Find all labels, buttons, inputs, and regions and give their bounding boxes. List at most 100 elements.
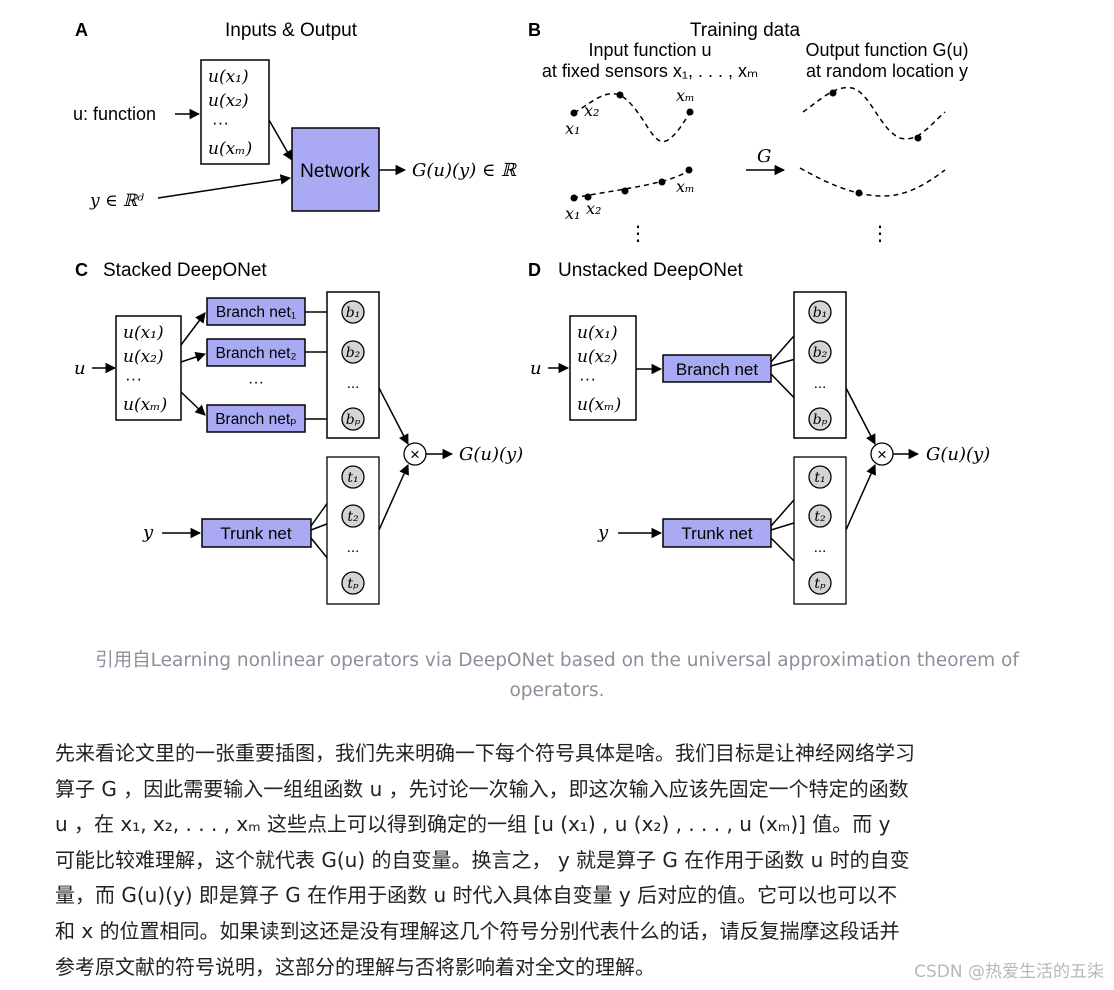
panel-b-output-heading-1: Output function G(u) xyxy=(805,40,968,60)
panel-d-node-tp xyxy=(808,571,832,595)
panel-c-input-u: u xyxy=(74,358,86,379)
panel-c-branch-net-p xyxy=(206,404,306,433)
panel-b-label-x1: x₁ xyxy=(565,119,580,138)
panel-a-letter: A xyxy=(75,20,88,40)
panel-a-input-u: u: function xyxy=(73,104,156,124)
panel-d-trunk-label: Trunk net xyxy=(681,524,752,543)
panel-c-branch-net-p-label: Branch netₚ xyxy=(215,411,297,428)
panel-b-point xyxy=(914,134,922,142)
panel-c-node-bp-label: bₚ xyxy=(346,412,361,428)
panel-c-node-b1 xyxy=(341,300,365,324)
panel-d-arrow-to-mult-t xyxy=(845,464,876,531)
panel-c-node-t2 xyxy=(341,504,365,528)
panel-c-node-b2-label: b₂ xyxy=(346,345,361,361)
paragraph-line: 可能比较难理解，这个就代表 G(u) 的自变量。换言之， y 就是算子 G 在作… xyxy=(55,847,910,872)
panel-d-node-b1-label: b₁ xyxy=(813,305,828,321)
panel-b-output-curve-1 xyxy=(802,86,946,140)
panel-a-sensor-m: u(xₘ) xyxy=(208,139,252,159)
panel-d-sensor-2: u(x₂) xyxy=(577,347,618,367)
panel-b-input-heading-2: at fixed sensors x₁, . . . , xₘ xyxy=(542,61,758,81)
panel-b-point xyxy=(855,189,863,197)
panel-c-arrow-to-mult-t xyxy=(378,464,409,531)
panel-c-title: Stacked DeepONet xyxy=(103,260,267,281)
paragraph-line: 和 x 的位置相同。如果读到这还是没有理解这几个符号分别代表什么的话，请反复揣摩… xyxy=(55,918,900,943)
panel-d-sensor-1: u(x₁) xyxy=(577,323,618,343)
panel-c-sensor-m: u(xₘ) xyxy=(123,395,167,415)
panel-c-node-bp xyxy=(341,407,365,431)
panel-b-vdots-right: ⋮ xyxy=(870,223,890,245)
panel-d-trunk-net xyxy=(662,518,772,548)
panel-b: B Training data Input function u at fixe… xyxy=(528,20,969,245)
panel-a: A Inputs & Output u(x₁) u(x₂) ··· u(xₘ) … xyxy=(73,20,517,212)
panel-b-label-x2: x₂ xyxy=(584,101,599,120)
panel-b-output-heading-2: at random location y xyxy=(806,61,968,81)
panel-c-sensor-1: u(x₁) xyxy=(123,323,164,343)
panel-b-input-heading-1: Input function u xyxy=(588,40,711,60)
panel-b-input-curve-2 xyxy=(572,169,691,199)
figure-caption: 引用自Learning nonlinear operators via Deep… xyxy=(95,650,1019,701)
panel-d-node-b1 xyxy=(808,300,832,324)
panel-b-label-xm: xₘ xyxy=(676,86,695,105)
panel-a-output: G(u)(y) ∈ ℝ xyxy=(412,160,517,181)
panel-b-operator: G xyxy=(757,146,771,167)
panel-c-branch-net-1-label: Branch net₁ xyxy=(216,304,296,321)
panel-c-mult-label: × xyxy=(410,445,420,464)
panel-a-arrow-box-net xyxy=(268,119,293,161)
panel-c-node-t1-label: t₁ xyxy=(347,470,358,486)
paragraph-line: 算子 G ，因此需要输入一组组函数 u ，先讨论一次输入，即这次输入应该先固定一… xyxy=(55,776,909,801)
panel-a-sensor-dots: ··· xyxy=(212,113,229,132)
panel-d-output: G(u)(y) xyxy=(926,444,990,465)
panel-d-sensor-m: u(xₘ) xyxy=(577,395,621,415)
panel-b-output-curve-2 xyxy=(799,167,946,197)
panel-b-input-curve-1 xyxy=(573,93,691,143)
panel-d-node-t2 xyxy=(808,504,832,528)
panel-d-sensor-dots: ··· xyxy=(579,369,596,388)
panel-d-arrow-to-mult-b xyxy=(845,387,876,445)
panel-c-branch-dots: ··· xyxy=(248,374,264,391)
paragraph-line: u ，在 x₁, x₂, . . . , xₘ 这些点上可以得到确定的一组 [u… xyxy=(55,812,891,837)
panel-b-point xyxy=(685,166,693,174)
panel-c-branch-net-2 xyxy=(206,338,306,367)
panel-d-branch-net xyxy=(662,354,772,383)
panel-c-node-tp xyxy=(341,571,365,595)
panel-d-letter: D xyxy=(528,260,541,280)
panel-c-node-t-dots: ... xyxy=(347,539,360,556)
panel-c-node-b-dots: ... xyxy=(347,375,360,392)
panel-c-arrow-branch-1 xyxy=(180,312,206,346)
panel-a-sensor-2: u(x₂) xyxy=(208,91,249,111)
watermark: CSDN @热爱生活的五柒 xyxy=(914,962,1104,982)
panel-c-arrow-branch-2 xyxy=(180,352,206,363)
panel-c-node-b2 xyxy=(341,340,365,364)
panel-a-sensor-box xyxy=(200,59,270,165)
panel-c-node-t1 xyxy=(341,465,365,489)
panel-b-vdots-left: ⋮ xyxy=(628,223,648,245)
panel-a-arrow-y xyxy=(157,174,292,199)
panel-c: C Stacked DeepONet u u(x₁) u(x₂) ··· u(x… xyxy=(74,260,523,605)
panel-c-arrow-to-mult-b xyxy=(378,387,409,445)
panel-b-title: Training data xyxy=(690,20,801,41)
panel-c-trunk-label: Trunk net xyxy=(220,524,291,543)
panel-d-node-b2-label: b₂ xyxy=(813,345,828,361)
panel-b-label-x1-b: x₁ xyxy=(565,204,580,223)
panel-d-node-bp xyxy=(808,407,832,431)
panel-b-point xyxy=(658,178,666,186)
panel-a-sensor-1: u(x₁) xyxy=(208,67,249,87)
panel-c-sensor-box xyxy=(115,315,182,421)
panel-c-letter: C xyxy=(75,260,88,280)
panel-b-letter: B xyxy=(528,20,541,40)
panel-c-node-tp-label: tₚ xyxy=(347,576,359,592)
panel-d-sensor-box xyxy=(569,315,637,421)
panel-d-node-tp-label: tₚ xyxy=(814,576,826,592)
panel-d-node-t1 xyxy=(808,465,832,489)
panel-a-network-label: Network xyxy=(300,161,370,182)
panel-c-sensor-dots: ··· xyxy=(125,369,142,388)
panel-b-point xyxy=(621,187,629,195)
panel-d-input-y: y xyxy=(597,522,609,543)
panel-c-sensor-2: u(x₂) xyxy=(123,347,164,367)
deeponet-figure: A Inputs & Output u(x₁) u(x₂) ··· u(xₘ) … xyxy=(73,20,990,605)
panel-a-input-y: y ∈ ℝᵈ xyxy=(89,191,144,211)
panel-d-node-t-dots: ... xyxy=(814,539,827,556)
panel-b-label-xm-b: xₘ xyxy=(676,177,695,196)
panel-c-node-b1-label: b₁ xyxy=(346,305,361,321)
panel-c-trunk-net xyxy=(201,518,312,548)
